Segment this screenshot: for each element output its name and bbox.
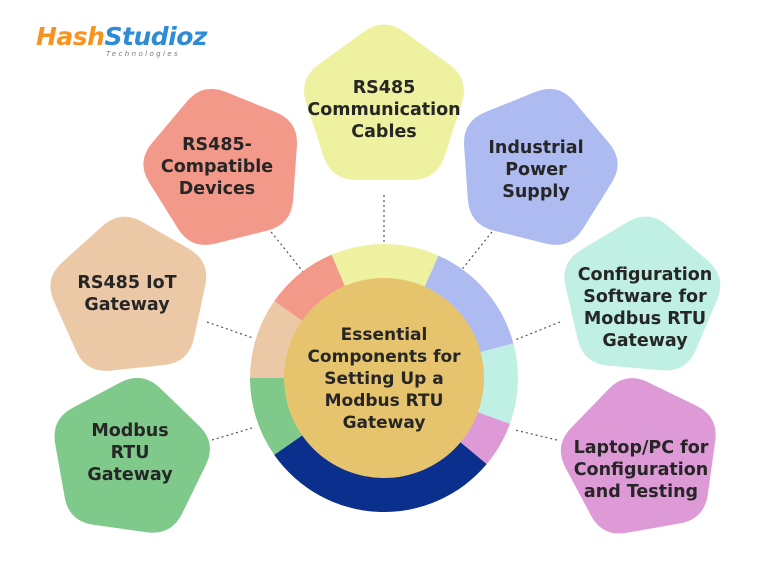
center-title: Essential Components for Setting Up a Mo… — [307, 325, 461, 433]
ring-segment-rs485-iot-gateway — [250, 301, 306, 378]
ring-segment-modbus-rtu-gateway — [250, 378, 306, 455]
pentagon-rs485-iot-gateway — [50, 216, 207, 371]
pentagon-modbus-rtu-gateway — [54, 377, 210, 533]
ring-segment-configuration-software — [474, 343, 518, 424]
label-industrial-power-supply: Industrial Power Supply — [488, 138, 584, 202]
connector-rs485-iot-gateway — [206, 321, 254, 339]
component-shapes — [50, 24, 721, 534]
label-rs485-compatible-devices: RS485-Compatible Devices — [160, 135, 274, 199]
center-disc — [284, 278, 484, 478]
label-modbus-rtu-gateway: Modbus RTU Gateway — [87, 421, 173, 485]
ring-segment-bottom — [274, 433, 487, 513]
ring-segment-rs485-compatible-devices — [274, 254, 347, 323]
label-rs485-iot-gateway: RS485 IoT Gateway — [77, 273, 177, 315]
pentagon-rs485-compatible-devices — [143, 88, 298, 245]
brand-logo: HashStudioz Technologies — [36, 22, 207, 66]
pentagon-configuration-software — [564, 216, 721, 371]
brand-name: HashStudioz — [36, 22, 207, 52]
brand-tagline: Technologies — [106, 50, 181, 58]
pentagon-rs485-communication-cables — [304, 24, 464, 180]
connector-lines — [206, 195, 561, 441]
connector-configuration-software — [514, 321, 561, 341]
label-laptop-pc: Laptop/PC for Configuration and Testing — [573, 438, 709, 502]
brand-name-part2: Studioz — [104, 22, 207, 51]
connector-laptop-pc — [514, 429, 558, 441]
label-rs485-communication-cables: RS485 Communication Cables — [307, 78, 461, 142]
connector-rs485-compatible-devices — [267, 227, 309, 279]
pentagon-industrial-power-supply — [463, 88, 618, 245]
pentagon-laptop-pc — [560, 378, 716, 534]
brand-name-part1: Hash — [36, 22, 105, 51]
connector-modbus-rtu-gateway — [211, 427, 253, 441]
center-ring — [250, 244, 518, 513]
ring-segment-industrial-power-supply — [423, 255, 514, 354]
label-configuration-software: Configuration Software for Modbus RTU Ga… — [577, 265, 713, 351]
ring-segment-rs485-communication-cables — [331, 244, 439, 291]
connector-industrial-power-supply — [451, 227, 496, 283]
